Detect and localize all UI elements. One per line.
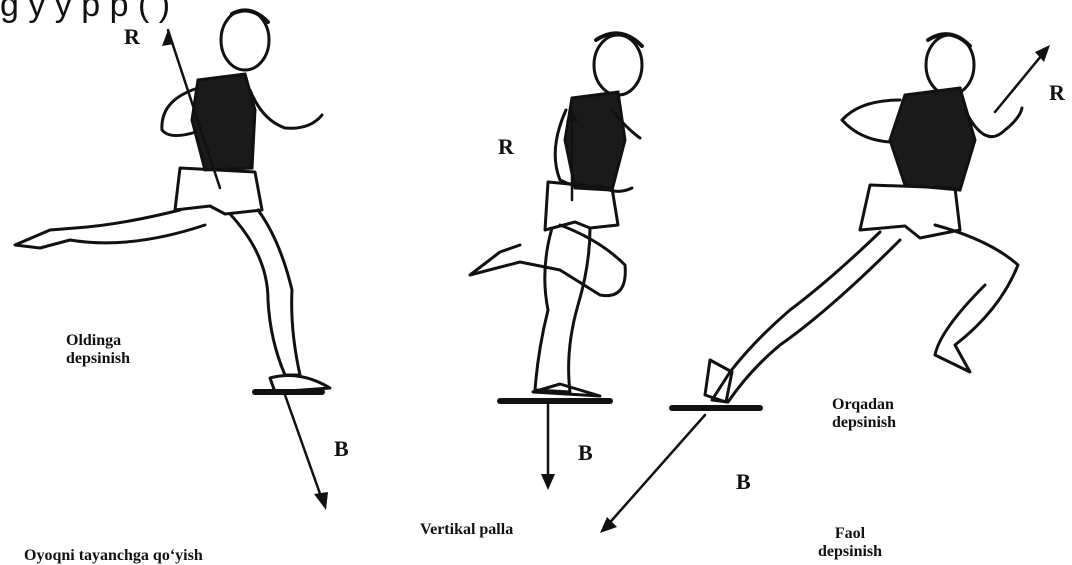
runner-2-force-b-label: B <box>578 440 593 466</box>
runner-2-caption: Vertikal palla <box>420 521 513 539</box>
runner-3-caption: Faol depsinish <box>818 525 882 561</box>
runner-3-phase-label: Orqadan depsinish <box>832 396 896 432</box>
runner-2-force-r-label: R <box>498 134 514 160</box>
runner-3-figure <box>600 34 1050 533</box>
runner-3-force-b-label: B <box>736 469 751 495</box>
runner-1-caption: Oyoqni tayanchga qo‘yish <box>24 547 203 565</box>
runner-3-force-r-label: R <box>1049 80 1065 106</box>
runner-2-figure <box>470 33 642 490</box>
runner-1-figure <box>15 10 330 510</box>
runner-1-force-r-label: R <box>124 24 140 50</box>
runner-1-phase-label: Oldinga depsinish <box>66 332 130 368</box>
runner-1-force-b-label: B <box>334 436 349 462</box>
